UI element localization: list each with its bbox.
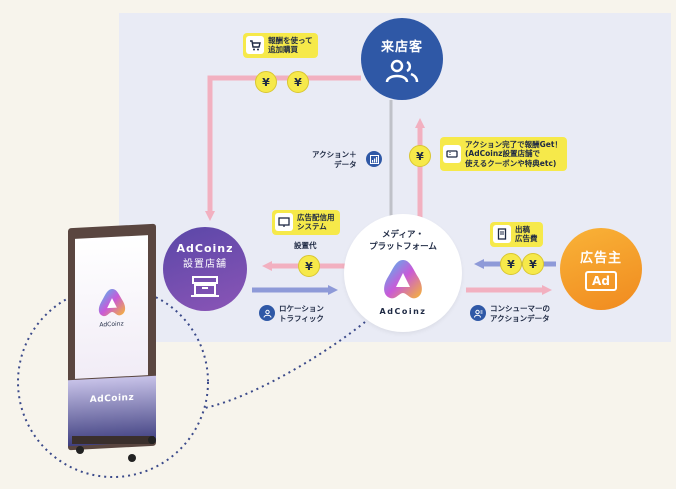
kiosk-screen-brand: AdCoinz xyxy=(99,319,124,329)
ad-badge: Ad xyxy=(585,271,617,291)
ad-system-tag-text: 広告配信用 システム xyxy=(297,213,335,232)
ad-system-tag: 広告配信用 システム xyxy=(272,210,340,235)
coin-reward: ¥ xyxy=(409,145,431,167)
kiosk-highlight-ring xyxy=(17,286,209,478)
store-title: AdCoinz xyxy=(176,241,234,255)
kiosk-logo-icon xyxy=(98,288,125,316)
action-complete-tag: アクション完了で報酬Get！ (AdCoinz設置店舗で 使えるクーポンや特典e… xyxy=(440,137,567,172)
consumer-data-label: コンシューマーの アクションデータ xyxy=(490,304,550,323)
store-node: AdCoinz 設置店舗 xyxy=(163,227,247,311)
ad-fee-tag-text: 出稿 広告費 xyxy=(515,225,538,244)
document-icon xyxy=(493,225,511,244)
location-icon xyxy=(259,305,275,321)
platform-brand: AdCoinz xyxy=(379,306,427,316)
coin-purchase-2: ¥ xyxy=(287,71,309,93)
kiosk-connector xyxy=(204,321,366,409)
purchase-tag-text: 報酬を使って 追加購買 xyxy=(268,36,313,55)
action-data-label: アクション＋ データ xyxy=(312,150,357,169)
purchase-tag: 報酬を使って 追加購買 xyxy=(243,33,318,58)
coin-install-fee: ¥ xyxy=(298,255,320,277)
customer-node: 来店客 xyxy=(361,18,443,100)
coin-ad-fee-2: ¥ xyxy=(522,253,544,275)
kiosk-wheels xyxy=(72,436,156,462)
adcoinz-logo-icon xyxy=(384,259,422,298)
coin-ad-fee-1: ¥ xyxy=(500,253,522,275)
storefront-icon xyxy=(191,275,219,297)
action-complete-tag-text: アクション完了で報酬Get！ (AdCoinz設置店舗で 使えるクーポンや特典e… xyxy=(465,140,562,168)
advertiser-title: 広告主 xyxy=(579,251,622,266)
cart-icon xyxy=(246,36,264,55)
coin-purchase-1: ¥ xyxy=(255,71,277,93)
monitor-icon xyxy=(275,213,293,232)
location-traffic-label: ロケーション トラフィック xyxy=(279,304,324,323)
platform-title: メディア・ プラットフォーム xyxy=(369,230,437,252)
customer-title: 来店客 xyxy=(380,39,423,55)
chart-icon xyxy=(366,151,382,167)
ticket-icon xyxy=(443,145,461,164)
people-icon xyxy=(385,59,419,82)
store-subtitle: 設置店舗 xyxy=(183,258,227,270)
platform-node: メディア・ プラットフォーム AdCoinz xyxy=(344,214,462,332)
ad-fee-tag: 出稿 広告費 xyxy=(490,222,543,247)
kiosk-screen: AdCoinz xyxy=(75,235,148,379)
install-fee-label: 設置代 xyxy=(294,241,317,250)
advertiser-node: 広告主 Ad xyxy=(560,228,642,310)
purchase-arrow xyxy=(205,75,361,221)
consumer-icon xyxy=(470,305,486,321)
kiosk-base-brand: AdCoinz xyxy=(89,392,135,406)
